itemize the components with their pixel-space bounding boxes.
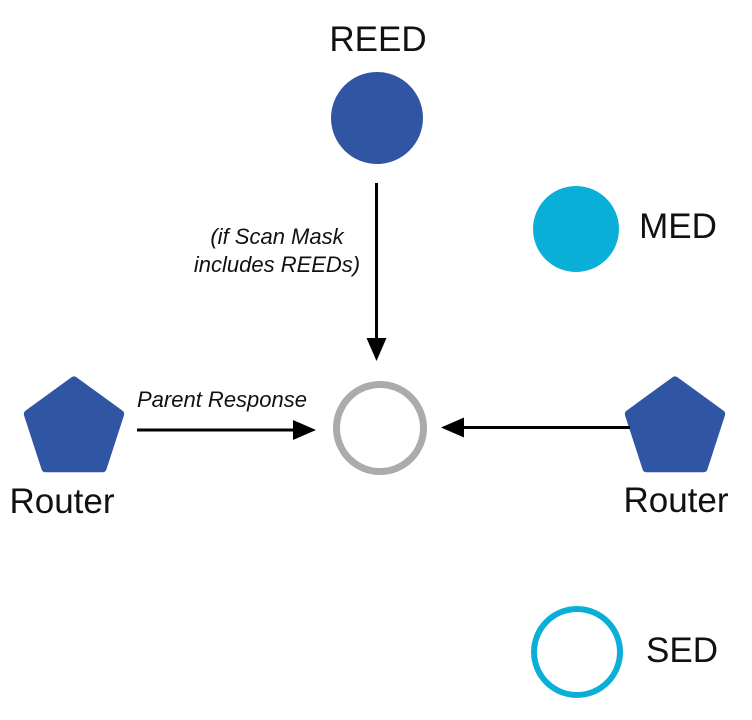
reed-to-parent-arrowhead bbox=[366, 338, 387, 361]
reed-node-circle bbox=[331, 72, 423, 164]
scan-mask-annotation-line2: includes REEDs) bbox=[193, 252, 361, 277]
sed-node-label: SED bbox=[646, 630, 718, 670]
med-node-label: MED bbox=[639, 206, 717, 246]
sed-node-circle bbox=[531, 606, 623, 698]
router-right-label: Router bbox=[623, 480, 729, 520]
router-right-pentagon bbox=[624, 376, 726, 473]
router-right-to-parent-arrowhead bbox=[441, 417, 464, 438]
med-node-circle bbox=[533, 186, 619, 272]
router-left-to-parent-arrowhead bbox=[293, 420, 316, 440]
scan-mask-annotation: (if Scan Mask includes REEDs) bbox=[194, 223, 360, 279]
scan-mask-annotation-line1: (if Scan Mask bbox=[210, 224, 344, 249]
router-left-label: Router bbox=[9, 481, 115, 521]
parent-node-circle bbox=[333, 381, 427, 475]
router-left-pentagon bbox=[23, 376, 125, 473]
parent-response-annotation: Parent Response bbox=[137, 387, 307, 412]
reed-node-label: REED bbox=[329, 19, 427, 59]
